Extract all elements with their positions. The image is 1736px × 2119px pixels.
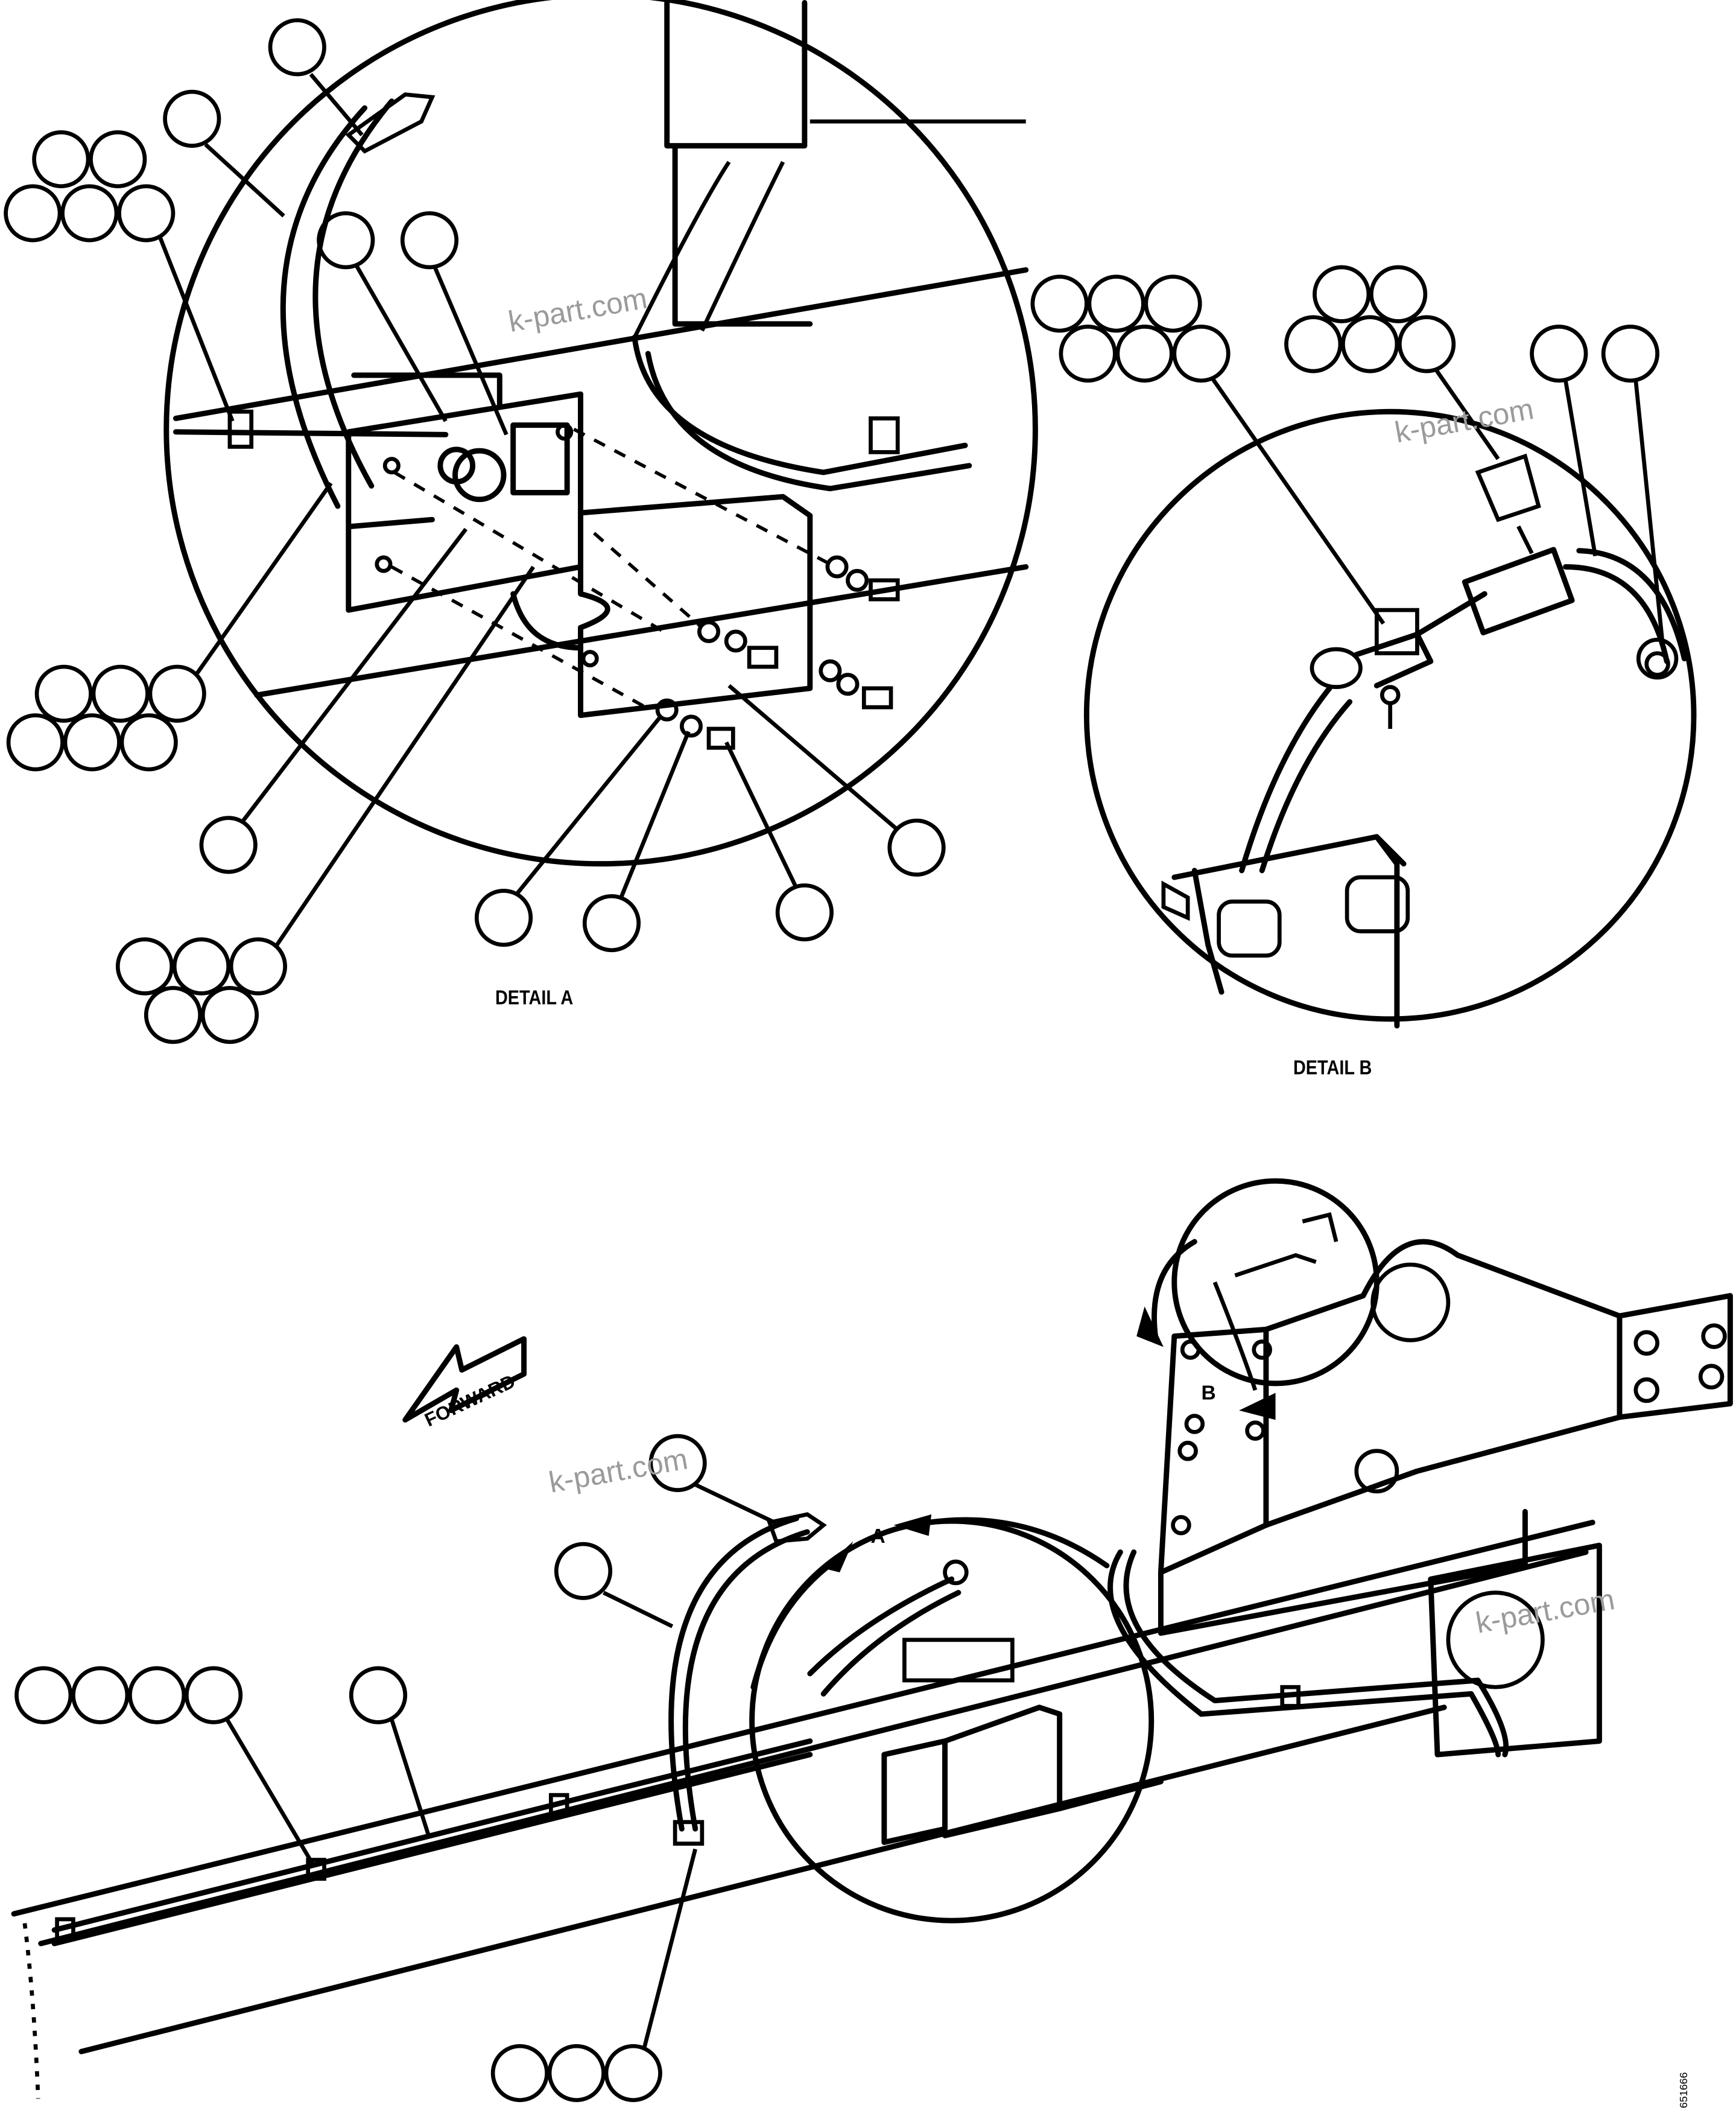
- ref-b-label: B: [1202, 1382, 1216, 1405]
- detail-ref-arrows: [750, 1239, 1276, 1690]
- detail-b-locator: [1171, 1178, 1380, 1387]
- ref-a-label: A: [870, 1525, 885, 1548]
- watermark: k-part.com: [506, 282, 650, 339]
- washer-group-a: [655, 555, 900, 750]
- main-callouts: [14, 1434, 782, 2103]
- detail-b-circle: [1083, 408, 1697, 1022]
- detail-a-circle: [163, 0, 1038, 866]
- main-assembly-view: [11, 1178, 1733, 2099]
- detail-a-callouts: [4, 18, 946, 1044]
- forward-arrow: FORWARD: [402, 1336, 527, 1431]
- drawing-number: 651666: [1677, 2072, 1690, 2108]
- watermark: k-part.com: [546, 1442, 690, 1499]
- detail-a-label: DETAIL A: [495, 986, 573, 1009]
- detail-b-label: DETAIL B: [1293, 1056, 1372, 1079]
- detail-b-view: [1083, 408, 1697, 1029]
- detail-a-view: [163, 0, 1038, 866]
- detail-b-callouts: [1030, 265, 1665, 646]
